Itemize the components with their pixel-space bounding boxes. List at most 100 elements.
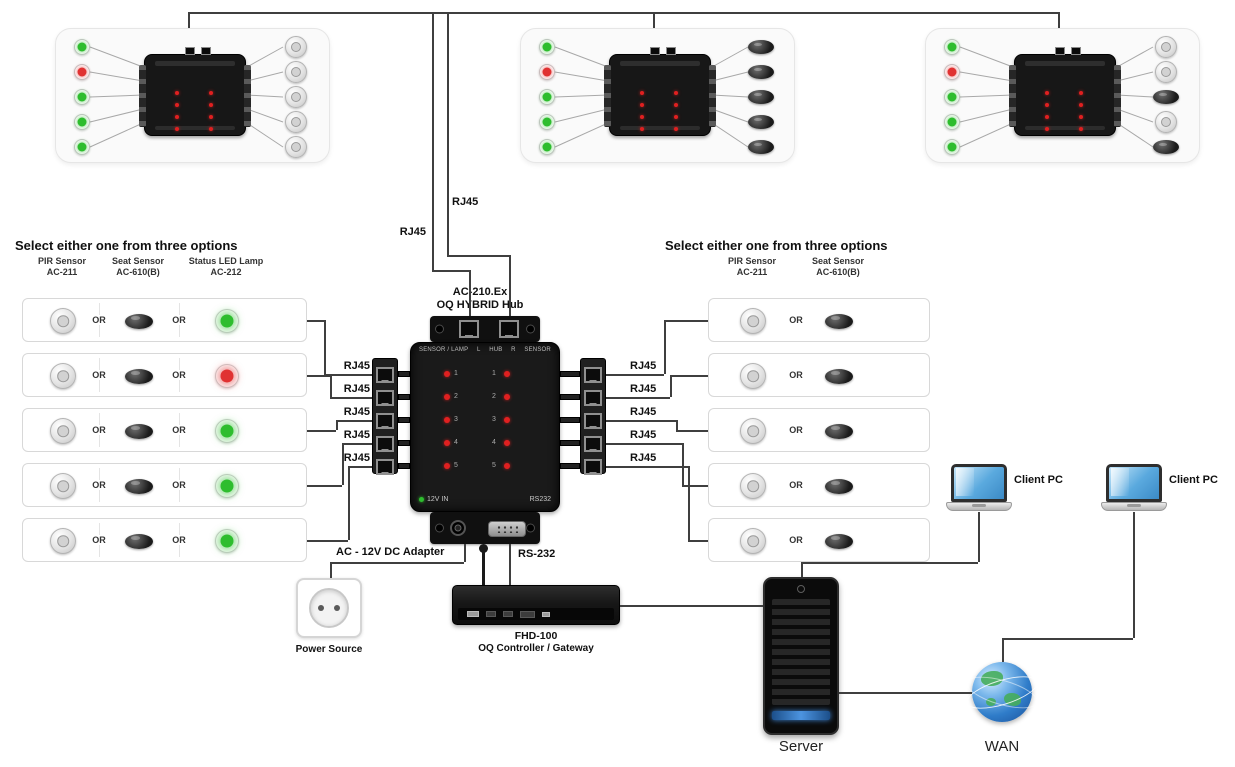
pir-sensor: [50, 528, 76, 554]
connector-line: [664, 320, 708, 322]
lamp-name: Status LED Lamp: [188, 256, 264, 266]
led-core: [542, 67, 552, 77]
channel-led-icon: [444, 463, 450, 469]
connector-line: [307, 375, 330, 377]
client-pc-2-label: Client PC: [1169, 474, 1218, 486]
seat-sensor: [125, 313, 153, 329]
hub-bottom-labels: 12V IN RS232: [419, 496, 551, 503]
led-core: [947, 42, 957, 52]
usb-port-icon: [467, 611, 479, 617]
connector-line: [606, 420, 676, 422]
pir-sensor: [50, 363, 76, 389]
antenna-tip-icon: [479, 544, 488, 553]
connector-line: [348, 466, 350, 540]
globe-land-icon: [1004, 693, 1021, 706]
option-row-right: OR: [708, 298, 930, 342]
led-core: [77, 42, 87, 52]
rs232-cable-label: RS-232: [518, 548, 556, 560]
connector-line: [432, 12, 434, 270]
power-outlet-icon: [296, 578, 362, 638]
mini-hub-side-ports: [709, 65, 716, 127]
mini-hub-led-icon: [175, 91, 179, 95]
status-led-indicator: [944, 64, 960, 80]
status-led-indicator: [944, 139, 960, 155]
hub-label-r: R: [511, 347, 516, 353]
hub-label-l: L: [476, 347, 481, 353]
rj45-label: RJ45: [343, 406, 370, 418]
connector-line: [307, 485, 342, 487]
seat-sensor: [748, 140, 774, 154]
hub-power-in-label: 12V IN: [427, 496, 449, 503]
seat-sensor: [125, 533, 153, 549]
mini-hub-side-ports: [139, 65, 146, 127]
mini-hub-led-icon: [674, 103, 678, 107]
seat-model: AC-610(B): [116, 267, 160, 277]
mini-hub-port-icon: [1071, 47, 1081, 55]
status-led-indicator: [944, 39, 960, 55]
or-label: OR: [90, 425, 108, 435]
rj45-label: RJ45: [630, 452, 657, 464]
gateway-device: [452, 585, 620, 625]
antenna-icon: [482, 551, 485, 587]
option-row-right: OR: [708, 463, 930, 507]
pir-sensor: [285, 111, 307, 133]
mini-hub: [139, 47, 251, 136]
connector-line: [1002, 638, 1133, 640]
pir-sensor: [740, 308, 766, 334]
laptop-base-icon: [1101, 502, 1167, 511]
seat-sensor: [748, 115, 774, 129]
rj45-label: RJ45: [343, 360, 370, 372]
connector-line: [688, 540, 708, 542]
mini-hub-led-icon: [674, 115, 678, 119]
connector-line: [509, 544, 511, 585]
connector-line: [839, 692, 972, 694]
connector-line: [664, 320, 666, 374]
mini-hub-led-icon: [209, 127, 213, 131]
server-label: Server: [778, 738, 824, 755]
connector-line: [330, 375, 332, 397]
mini-hub-port-icon: [201, 47, 211, 55]
hub-strip-connector: [398, 394, 410, 400]
connector-line: [676, 420, 678, 430]
connector-line: [447, 255, 509, 257]
pir-sensor: [50, 308, 76, 334]
rj45-label-uplink-2: RJ45: [399, 226, 426, 238]
channel-led-icon: [504, 463, 510, 469]
pir-sensor: [740, 418, 766, 444]
pir-sensor: [1155, 61, 1177, 83]
rj45-label: RJ45: [630, 406, 657, 418]
pir-sensor: [1155, 111, 1177, 133]
hub-label-sensor-lamp: SENSOR / LAMP: [419, 347, 469, 353]
or-label: OR: [90, 480, 108, 490]
channel-led-icon: [444, 440, 450, 446]
right-options-heading: Select either one from three options: [665, 238, 888, 253]
channel-led-icon: [444, 417, 450, 423]
pir-sensor: [740, 528, 766, 554]
client-pc-2: [1101, 464, 1167, 514]
channel-number: 5: [492, 462, 496, 469]
connector-line: [307, 430, 336, 432]
mini-hub-led-icon: [1045, 115, 1049, 119]
channel-number: 4: [492, 439, 496, 446]
mini-hub-led-icon: [1079, 127, 1083, 131]
hub-strip-connector: [398, 371, 410, 377]
hub-name: OQ HYBRID Hub: [436, 299, 524, 311]
hub-title: AC-210.Ex OQ HYBRID Hub: [407, 286, 553, 312]
connector-line: [606, 466, 688, 468]
io-port-icon: [503, 611, 513, 617]
seat-sensor: [825, 313, 853, 329]
hdmi-port-icon: [520, 610, 535, 618]
status-led-lamp: [215, 364, 239, 388]
pir-sensor: [285, 36, 307, 58]
connector-line: [469, 270, 471, 316]
connector-line: [688, 466, 690, 540]
rj45-jack-icon: [584, 390, 602, 406]
connector-line: [330, 397, 372, 399]
or-label: OR: [90, 315, 108, 325]
rj45-jack-icon: [376, 367, 394, 383]
rj45-jack-icon: [584, 413, 602, 429]
channel-number: 3: [492, 416, 496, 423]
mini-hub-led-icon: [640, 91, 644, 95]
mini-hub-top-strip: [1025, 61, 1105, 66]
status-led-lamp: [215, 419, 239, 443]
